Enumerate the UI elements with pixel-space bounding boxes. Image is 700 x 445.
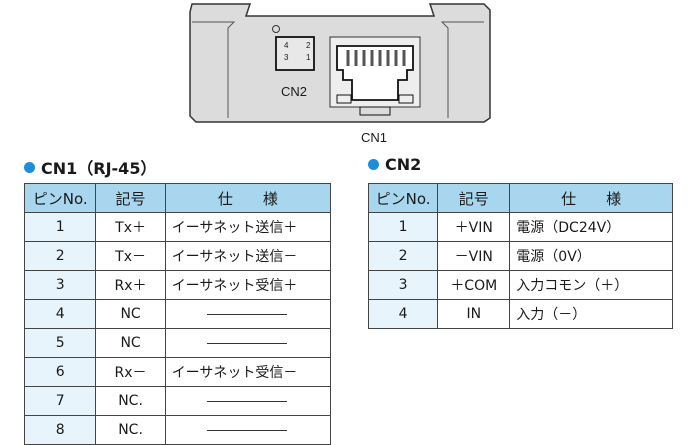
specification: 入力コモン（＋）: [509, 270, 673, 300]
signal-symbol: Rx－: [95, 357, 166, 387]
cn2-pin-label: 3: [284, 53, 289, 62]
pin-number: 7: [23, 386, 97, 416]
specification: イーサネット受信－: [164, 357, 332, 387]
cn2-title: CN2: [385, 155, 422, 174]
specification: 電源（0V）: [509, 241, 673, 271]
pin-number: 3: [367, 270, 439, 300]
specification: イーサネット受信＋: [164, 270, 332, 300]
column-header: 仕 様: [509, 183, 673, 213]
column-header: 記号: [437, 183, 511, 213]
bullet-icon: [24, 161, 35, 173]
signal-symbol: Tx－: [95, 241, 166, 271]
device-front-view: [189, 3, 491, 123]
pin-number: 3: [23, 270, 97, 300]
cn2-pin-label: 2: [306, 41, 311, 50]
specification: イーサネット送信＋: [164, 212, 332, 242]
pin-number: 4: [23, 299, 97, 329]
specification: イーサネット送信－: [164, 241, 332, 271]
specification-none: [164, 299, 332, 329]
pin-number: 2: [367, 241, 439, 271]
cn2-heading: CN2: [368, 155, 421, 174]
specification: 電源（DC24V）: [509, 212, 673, 242]
dash-line: [206, 342, 287, 344]
cn2-label: CN2: [281, 84, 308, 99]
pin-number: 2: [23, 241, 97, 271]
signal-symbol: NC.: [95, 386, 166, 416]
pin-number: 6: [23, 357, 97, 387]
signal-symbol: ＋VIN: [437, 212, 511, 242]
dash-line: [206, 400, 287, 402]
dash-line: [206, 313, 287, 315]
pin-number: 1: [23, 212, 97, 242]
signal-symbol: NC.: [95, 415, 166, 445]
specification-none: [164, 386, 332, 416]
signal-symbol: IN: [437, 299, 511, 329]
specification-none: [164, 415, 332, 445]
table-header: ピンNo.記号仕 様: [367, 183, 673, 213]
column-header: ピンNo.: [23, 183, 97, 213]
signal-symbol: Rx＋: [95, 270, 166, 300]
pin-number: 1: [367, 212, 439, 242]
pin-number: 4: [367, 299, 439, 329]
cn2-connector: [275, 36, 315, 71]
specification: 入力（－）: [509, 299, 673, 329]
signal-symbol: －VIN: [437, 241, 511, 271]
pin-number: 8: [23, 415, 97, 445]
dash-line: [206, 429, 287, 431]
specification-none: [164, 328, 332, 358]
table-header: ピンNo.記号仕 様: [23, 183, 332, 213]
column-header: ピンNo.: [367, 183, 439, 213]
bullet-icon: [368, 159, 379, 170]
signal-symbol: Tx＋: [95, 212, 166, 242]
cn2-pin-label: 1: [306, 53, 311, 62]
column-header: 仕 様: [164, 183, 332, 213]
cn1-heading: CN1（RJ-45）: [24, 155, 156, 179]
signal-symbol: NC: [95, 328, 166, 358]
cn1-title: CN1（RJ-45）: [41, 159, 157, 178]
pin-number: 5: [23, 328, 97, 358]
signal-symbol: ＋COM: [437, 270, 511, 300]
cn2-pin-label: 4: [284, 41, 289, 50]
cn1-label: CN1: [361, 130, 388, 145]
signal-symbol: NC: [95, 299, 166, 329]
column-header: 記号: [95, 183, 166, 213]
